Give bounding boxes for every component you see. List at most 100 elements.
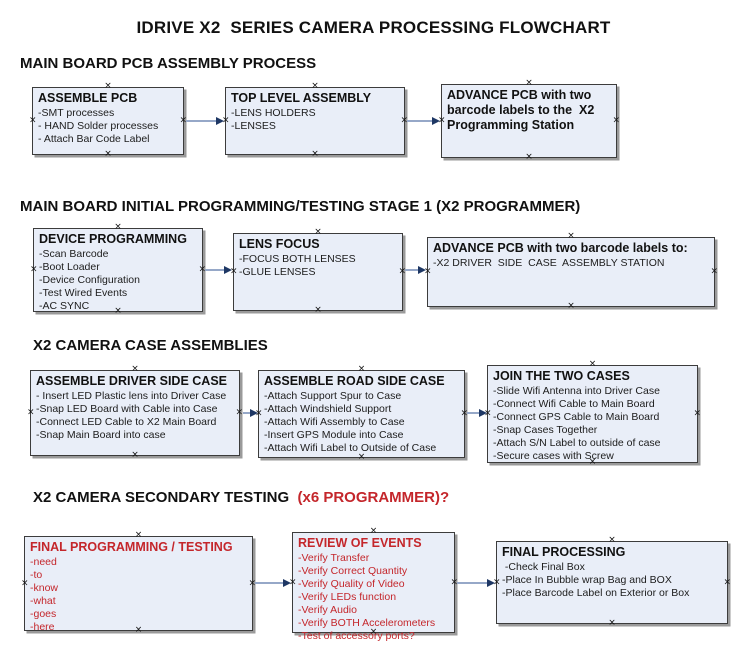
section-header-text: X2 CAMERA SECONDARY TESTING [33,489,298,506]
connection-point-icon: × [104,81,112,91]
box-item: -Boot Loader [39,261,100,273]
connection-point-icon: × [29,115,37,126]
connection-point-icon: × [567,301,575,311]
box-item: -Scan Barcode [39,248,109,260]
box-item: -what [30,595,56,607]
box-item: -goes [30,608,57,620]
page-title: IDRIVE X2 SERIES CAMERA PROCESSING FLOWC… [136,18,611,37]
box-item: -here [30,621,55,633]
section-header-initial-programming: MAIN BOARD INITIAL PROGRAMMING/TESTING S… [20,198,580,215]
connection-point-icon: × [311,81,319,91]
flow-box-lens-focus: LENS FOCUS -FOCUS BOTH LENSES-GLUE LENSE… [230,228,406,315]
box-item: -Connect GPS Cable to Main Board [493,411,660,423]
box-title: TOP LEVEL ASSEMBLY [231,91,372,105]
flow-box-join-the-two-cases: JOIN THE TWO CASES -Slide Wifi Antenna i… [484,360,701,467]
box-item: -Secure cases with Screw [493,450,614,462]
connection-point-icon: × [235,407,243,418]
box-item: -Attach Support Spur to Case [264,390,402,402]
flow-box-top-level-assembly: TOP LEVEL ASSEMBLY -LENS HOLDERS-LENSES … [222,82,408,159]
box-item: - Attach Bar Code Label [38,133,150,145]
section-header-text: MAIN BOARD INITIAL PROGRAMMING/TESTING S… [20,198,581,215]
connection-point-icon: × [104,149,112,159]
box-item: -AC SYNC [39,300,90,312]
box-title: ADVANCE PCB with two barcode labels to t… [447,88,598,132]
box-item: -Connect Wifi Cable to Main Board [493,398,655,410]
box-item: -SMT processes [38,107,115,119]
box-items: -Slide Wifi Antenna into Driver Case-Con… [493,385,693,463]
box-item: -FOCUS BOTH LENSES [239,253,356,265]
box-item: -Snap Main Board into case [36,429,166,441]
flow-box-advance-pcb-programming-station: ADVANCE PCB with two barcode labels to t… [438,79,620,162]
box-item: -Verify LEDs function [298,591,397,603]
box-item: -Attach S/N Label to outside of case [493,437,661,449]
connector-arrow [407,117,440,125]
connection-point-icon: × [311,149,319,159]
box-item: -Test Wired Events [39,287,128,299]
connection-point-icon: × [131,450,139,460]
flow-box-assemble-pcb: ASSEMBLE PCB -SMT processes- HAND Solder… [29,82,187,159]
connection-point-icon: × [460,408,468,419]
box-title: FINAL PROGRAMMING / TESTING [30,540,233,554]
box-item: -Slide Wifi Antenna into Driver Case [493,385,660,397]
connection-point-icon: × [131,364,139,374]
box-item: -need [30,556,57,568]
box-item: - HAND Solder processes [38,120,159,132]
box-item: -Verify Quality of Video [298,578,405,590]
box-item: -know [30,582,59,594]
box-items: - Insert LED Plastic lens into Driver Ca… [36,390,235,442]
section-header-text: MAIN BOARD PCB ASSEMBLY PROCESS [20,55,317,72]
box-title: FINAL PROCESSING [502,545,626,559]
box-item: -Connect LED Cable to X2 Main Board [36,416,217,428]
box-item: -Verify Audio [298,604,357,616]
connector-arrow [255,579,291,587]
connector-arrow [467,409,487,417]
connection-point-icon: × [693,408,701,419]
connection-point-icon: × [134,530,143,540]
connection-point-icon: × [314,227,322,237]
connection-point-icon: × [608,535,616,545]
box-item: -Snap Cases Together [493,424,598,436]
connector-arrow [405,266,426,274]
flow-box-review-of-events: REVIEW OF EVENTS -Verify Transfer-Verify… [289,527,458,643]
connector-arrow [243,409,258,417]
connection-point-icon: × [567,231,575,241]
flow-box-final-programming-testing: FINAL PROGRAMMING / TESTING -need-to-kno… [21,531,256,635]
box-title: ADVANCE PCB with two barcode labels to: [433,241,688,255]
box-title: ASSEMBLE ROAD SIDE CASE [264,374,445,388]
box-items: -LENS HOLDERS-LENSES [231,107,400,133]
connection-point-icon: × [525,78,533,88]
connection-point-icon: × [27,407,35,418]
flow-box-final-processing: FINAL PROCESSING -Check Final Box-Place … [493,536,731,628]
box-item: -to [30,569,43,581]
box-items: -X2 DRIVER SIDE CASE ASSEMBLY STATION [433,257,710,270]
box-item: -Verify Transfer [298,552,370,564]
section-header-red-text: (x6 PROGRAMMER)? [297,489,450,506]
section-header-case-assemblies: X2 CAMERA CASE ASSEMBLIES [33,337,268,354]
box-items: -Attach Support Spur to Case-Attach Wind… [264,390,460,455]
connection-point-icon: × [608,618,616,628]
box-item: -Device Configuration [39,274,140,286]
connector-arrow [205,266,232,274]
box-item: -LENSES [231,120,276,132]
box-item: -Test of accessory ports? [298,630,415,642]
connector-arrow [457,579,495,587]
box-items: -Check Final Box-Place In Bubble wrap Ba… [502,561,723,600]
flow-box-assemble-driver-side-case: ASSEMBLE DRIVER SIDE CASE - Insert LED P… [27,365,243,460]
flow-box-advance-pcb-driver-side-station: ADVANCE PCB with two barcode labels to: … [424,232,718,311]
box-item: -Verify BOTH Accelerometers [298,617,436,629]
connection-point-icon: × [369,526,378,536]
box-item: - Insert LED Plastic lens into Driver Ca… [36,390,227,402]
box-item: -Insert GPS Module into Case [264,429,404,441]
box-item: -Verify Correct Quantity [298,565,408,577]
box-item: -Attach Windshield Support [264,403,392,415]
box-item: -GLUE LENSES [239,266,316,278]
box-items: -Scan Barcode-Boot Loader-Device Configu… [39,248,198,313]
box-item: -Attach Wifi Assembly to Case [264,416,405,428]
box-items: -FOCUS BOTH LENSES-GLUE LENSES [239,253,398,279]
box-item: -X2 DRIVER SIDE CASE ASSEMBLY STATION [433,257,665,269]
connection-point-icon: × [314,305,322,315]
flow-box-assemble-road-side-case: ASSEMBLE ROAD SIDE CASE -Attach Support … [255,365,468,462]
section-header-text: X2 CAMERA CASE ASSEMBLIES [33,337,268,354]
section-header-secondary-testing: X2 CAMERA SECONDARY TESTING (x6 PROGRAMM… [33,489,449,506]
